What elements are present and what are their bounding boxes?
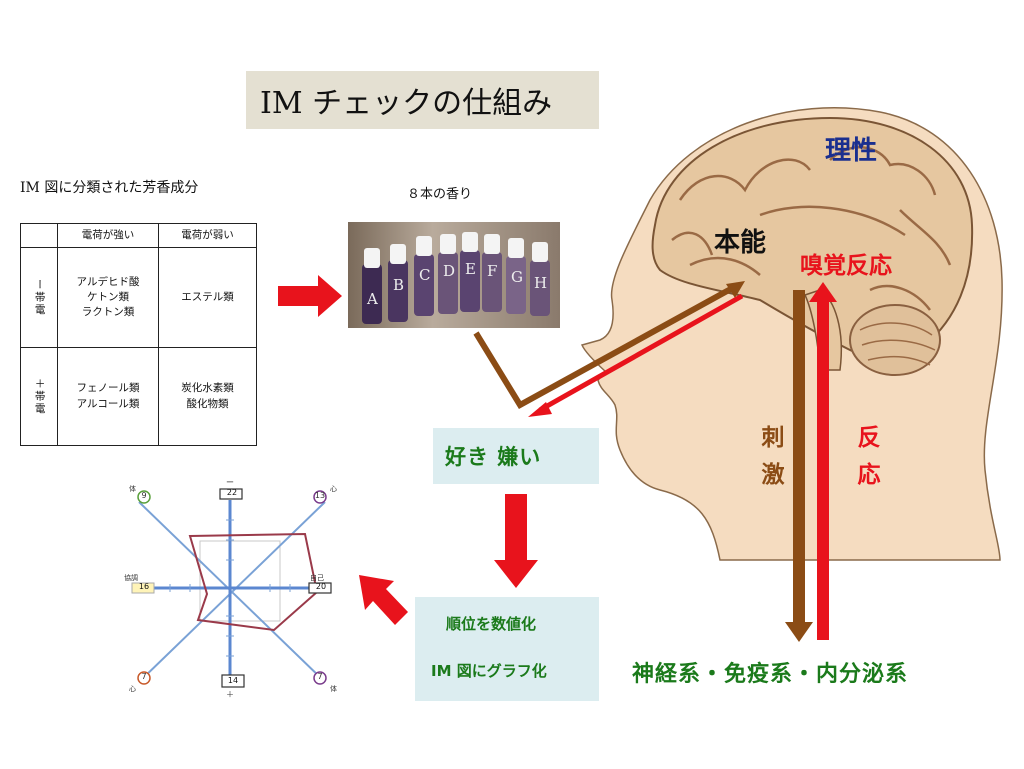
cell-negative-weak: エステル類	[158, 247, 257, 348]
page-title: IM チェックの仕組み	[246, 71, 599, 129]
bottle	[460, 250, 480, 312]
radar-corner-tr: 心	[330, 485, 337, 493]
brain-folds	[671, 146, 952, 311]
reaction-path-red-head	[528, 402, 552, 417]
radar-corner-tl: 体	[129, 485, 136, 493]
bottle-cap	[440, 234, 456, 254]
bottle-cap	[364, 248, 380, 268]
radar-corner-bl: 心	[129, 685, 136, 693]
radar-profile	[188, 532, 319, 632]
response-arrow-shaft	[817, 298, 829, 640]
stimulus-arrow-head	[785, 622, 813, 642]
scent-path-brown	[473, 282, 740, 410]
label-olfactory-response: 嗅覚反応	[800, 253, 892, 279]
bottle-cap	[390, 244, 406, 264]
scent-bottles-photo: A B C D E F G H	[348, 222, 560, 328]
radar-circle-tr: 13	[314, 491, 326, 500]
bottle	[414, 254, 434, 316]
radar-top-value: 22	[226, 488, 238, 497]
ranking-step-1: 順位を数値化	[446, 615, 537, 633]
scent-caption: ８本の香り	[407, 187, 473, 202]
like-dislike-box: 好き 嫌い	[433, 428, 599, 484]
radar-left-tag: 協調	[124, 574, 138, 582]
bottle-label: B	[393, 276, 405, 294]
bottle-label: C	[419, 266, 431, 284]
table-caption: IM 図に分類された芳香成分	[20, 180, 199, 196]
table-header-strong: 電荷が強い	[57, 223, 159, 248]
bottle-cap	[508, 238, 524, 258]
ranking-step-2: IM 図にグラフ化	[431, 662, 547, 680]
label-stimulus: 刺激	[757, 425, 783, 499]
response-arrow-head	[809, 282, 837, 302]
radar-bottom-value: 14	[227, 676, 239, 685]
cell-positive-strong: フェノール類 アルコール類	[57, 347, 159, 446]
radar-circle-tl: 9	[141, 491, 147, 500]
row-label-negative: ー帯電	[20, 247, 58, 348]
label-body-systems: 神経系・免疫系・内分泌系	[632, 662, 909, 687]
bottle	[388, 260, 408, 322]
radar-right-value: 20	[315, 582, 327, 591]
radar-circle-br: 7	[317, 672, 323, 681]
arrow-table-to-scents	[278, 275, 342, 317]
cell-negative-strong: アルデヒド酸 ケトン類 ラクトン類	[57, 247, 159, 348]
radar-top-sign: ー	[226, 478, 234, 487]
label-response: 反応	[853, 425, 879, 499]
arrow-rank-to-radar	[359, 575, 408, 625]
reaction-path-red	[538, 293, 744, 413]
bottle	[438, 252, 458, 314]
scent-path-brown-head	[726, 281, 745, 298]
radar-left-value: 16	[138, 582, 150, 591]
bottle-label: E	[465, 260, 476, 278]
bottle-cap	[484, 234, 500, 254]
arrow-like-to-rank	[494, 494, 538, 588]
bottle	[482, 252, 502, 312]
row-label-positive: ＋帯電	[20, 347, 58, 446]
ranking-box	[415, 597, 599, 701]
label-instinct: 本能	[714, 228, 767, 258]
radar-corner-br: 体	[330, 685, 337, 693]
table-header-weak: 電荷が弱い	[158, 223, 257, 248]
bottle-label: F	[487, 262, 498, 280]
bottle-label: D	[443, 262, 456, 280]
stimulus-arrow-shaft	[793, 290, 805, 625]
bottle	[506, 256, 526, 314]
bottle	[530, 260, 550, 316]
table-header-empty	[20, 223, 58, 248]
cell-positive-weak: 炭化水素類 酸化物類	[158, 347, 257, 446]
bottle-cap	[416, 236, 432, 256]
table-row: ＋帯電 フェノール類 アルコール類 炭化水素類 酸化物類	[20, 347, 257, 446]
bottle-cap	[462, 232, 478, 252]
radar-bottom-sign: ＋	[226, 690, 234, 699]
bottle-cap	[532, 242, 548, 262]
radar-circle-bl: 7	[141, 672, 147, 681]
aroma-classification-table: 電荷が強い 電荷が弱い ー帯電 アルデヒド酸 ケトン類 ラクトン類 エステル類 …	[20, 223, 257, 446]
label-reason: 理性	[825, 136, 878, 166]
bottle	[362, 264, 382, 324]
bottle-label: G	[511, 268, 523, 286]
table-row: ー帯電 アルデヒド酸 ケトン類 ラクトン類 エステル類	[20, 247, 257, 348]
im-radar-chart	[131, 488, 332, 688]
bottle-label: H	[534, 274, 548, 292]
cerebellum-lines	[859, 322, 936, 366]
bottle-label: A	[367, 290, 378, 308]
radar-right-tag: 自己	[310, 574, 324, 582]
